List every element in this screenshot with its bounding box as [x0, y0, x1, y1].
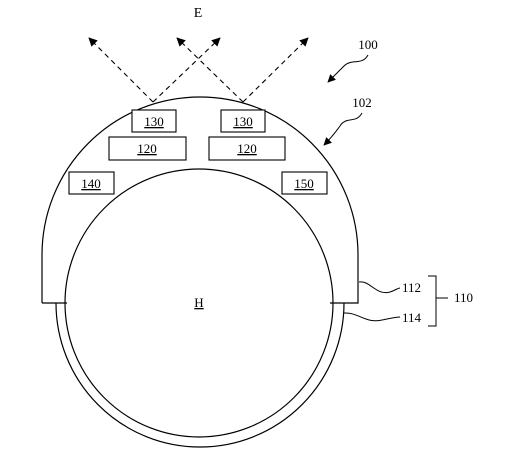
component-120-left: 120: [108, 136, 187, 161]
arrow-right-inner: [176, 37, 244, 103]
housing-outline: [41, 96, 359, 304]
inner-circle-h: [64, 168, 334, 438]
component-120-right: 120: [208, 136, 286, 161]
svg-text:140: 140: [81, 176, 101, 191]
label-e: E: [194, 6, 203, 21]
svg-text:130: 130: [233, 114, 253, 129]
ref-112: 112: [402, 280, 421, 295]
ref-100-leader: [327, 54, 369, 83]
ref-114-leader: [343, 312, 401, 322]
ref-102-leader: [323, 112, 363, 146]
svg-text:120: 120: [137, 141, 157, 156]
svg-text:120: 120: [237, 141, 257, 156]
label-h: H: [194, 295, 203, 310]
ref-112-leader: [358, 281, 401, 294]
component-150: 150: [281, 171, 328, 195]
ref-102: 102: [352, 95, 372, 110]
arrow-left-inner: [152, 37, 221, 103]
component-130-right: 130: [220, 109, 266, 133]
ref-110: 110: [454, 290, 473, 305]
svg-text:130: 130: [144, 114, 164, 129]
component-140: 140: [68, 171, 115, 195]
svg-text:150: 150: [294, 176, 314, 191]
ref-100: 100: [358, 37, 378, 52]
band-outer-arc: [55, 302, 345, 448]
emission-arrows: [88, 37, 309, 103]
component-130-left: 130: [131, 109, 177, 133]
ref-110-bracket: [428, 275, 448, 327]
ref-114: 114: [402, 310, 422, 325]
arrow-left-outer: [88, 37, 154, 103]
arrow-right-outer: [242, 37, 309, 103]
